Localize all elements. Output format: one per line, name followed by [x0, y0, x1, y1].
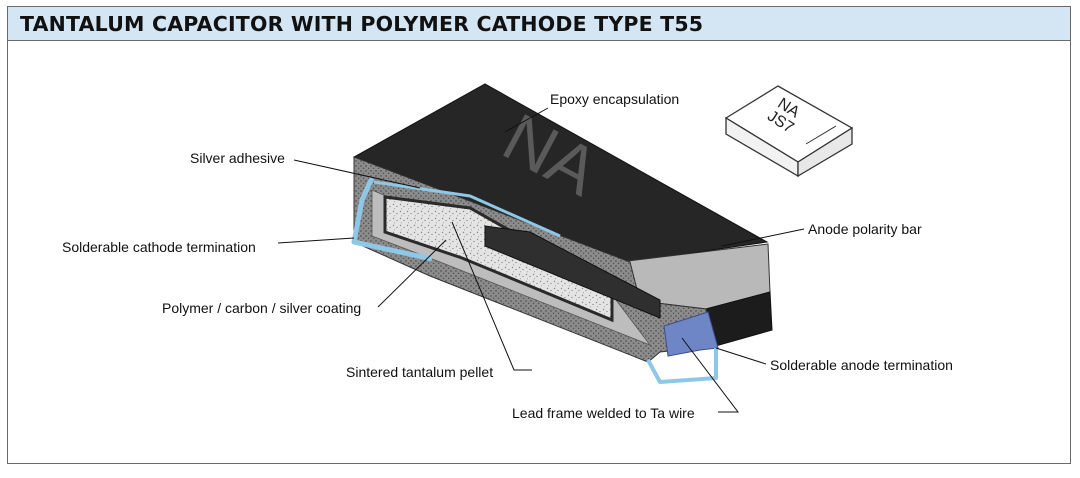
- silver-adhesive-layer: [373, 180, 561, 238]
- anode-termination-edge: [646, 348, 718, 384]
- leader-epoxy: [504, 107, 549, 133]
- figure-title: TANTALUM CAPACITOR WITH POLYMER CATHODE …: [20, 12, 704, 36]
- cathode-termination: [351, 176, 433, 262]
- label-lead-frame: Lead frame welded to Ta wire: [512, 405, 695, 421]
- leader-silver-adhesive: [293, 159, 421, 189]
- leader-anode-termination: [715, 347, 767, 365]
- leader-lead-frame: [681, 337, 740, 413]
- label-epoxy-encapsulation: Epoxy encapsulation: [550, 91, 680, 107]
- label-silver-adhesive: Silver adhesive: [190, 150, 285, 166]
- figure-frame: TANTALUM CAPACITOR WITH POLYMER CATHODE …: [7, 6, 1071, 464]
- capacitor-body: NA: [351, 83, 773, 384]
- leader-pellet: [451, 221, 532, 371]
- label-anode-polarity-bar: Anode polarity bar: [808, 221, 922, 237]
- label-anode-termination: Solderable anode termination: [770, 357, 953, 373]
- label-sintered-pellet: Sintered tantalum pellet: [346, 364, 494, 380]
- leader-polymer-coating: [377, 239, 447, 308]
- label-cathode-termination: Solderable cathode termination: [62, 239, 256, 255]
- label-polymer-coating: Polymer / carbon / silver coating: [162, 300, 362, 316]
- tantalum-wire: [484, 225, 661, 319]
- leader-cathode-termination: [277, 237, 355, 244]
- leader-polarity-bar: [721, 228, 805, 247]
- inset-side-face: [797, 126, 853, 178]
- tantalum-pellet: [383, 195, 614, 323]
- inset-band: [805, 125, 837, 145]
- title-bar: TANTALUM CAPACITOR WITH POLYMER CATHODE …: [8, 7, 1070, 41]
- leader-lines: [277, 107, 805, 413]
- inset-component-illustration: NA JS7: [724, 85, 854, 178]
- anode-termination: [663, 311, 719, 357]
